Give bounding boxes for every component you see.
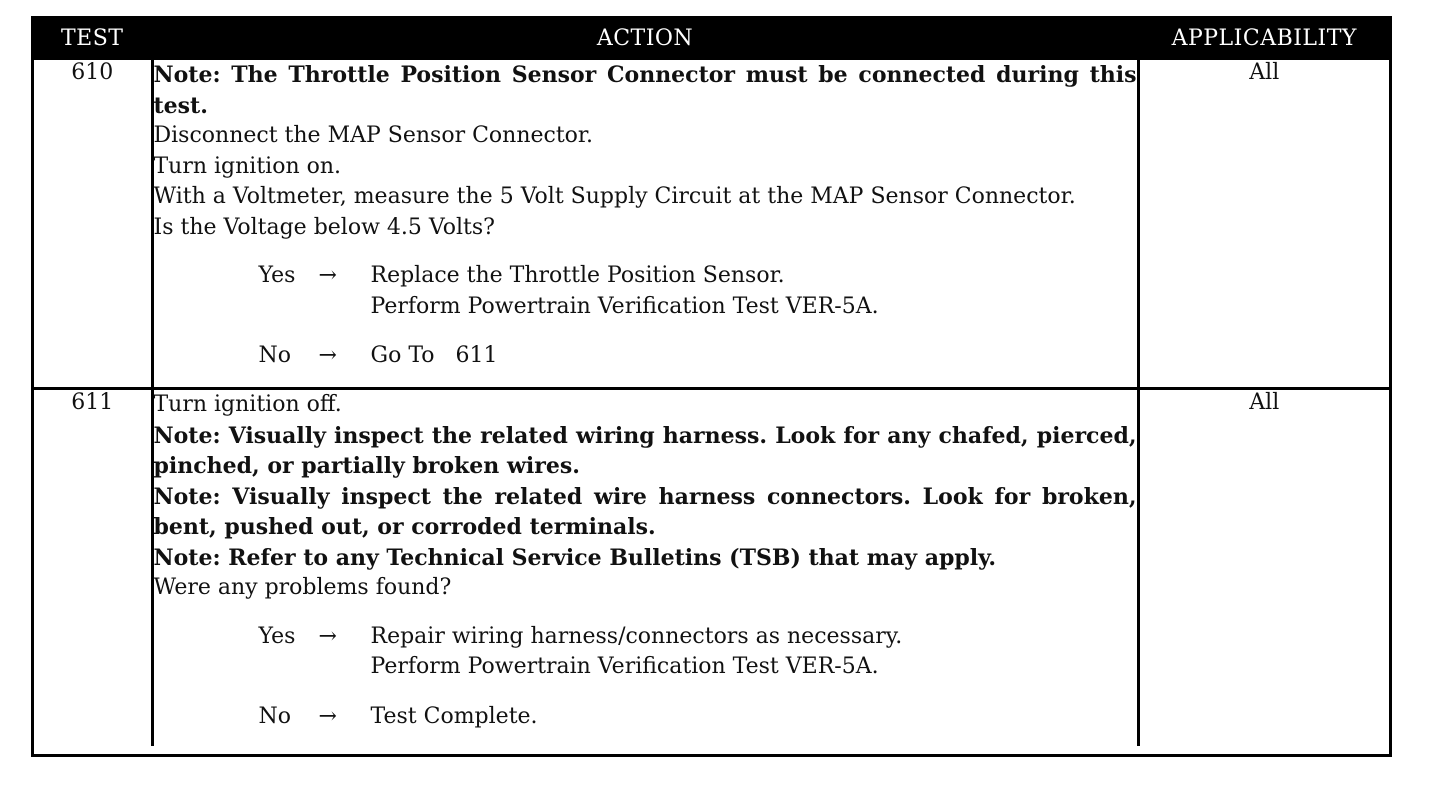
no-result: Go To 611 xyxy=(371,341,1137,372)
right-arrow-icon: → xyxy=(318,623,337,649)
diagnostic-table: TEST ACTION APPLICABILITY 610 Note: The … xyxy=(34,19,1389,746)
action-line: Is the Voltage below 4.5 Volts? xyxy=(153,214,495,240)
applicability-cell: All xyxy=(1136,57,1389,389)
result-line: Replace the Throttle Position Sensor. xyxy=(370,263,785,288)
action-cell: Note: The Throttle Position Sensor Conne… xyxy=(150,57,1138,389)
yes-answer: Yes → Repair wiring harness/connectors a… xyxy=(259,622,1137,683)
result-line: Perform Powertrain Verification Test VER… xyxy=(370,654,879,679)
yes-label: Yes xyxy=(258,623,296,649)
no-label: No xyxy=(258,343,292,368)
test-number: 611 xyxy=(34,387,152,746)
action-line: Note: Refer to any Technical Service Bul… xyxy=(153,544,997,571)
action-line: Note: Visually inspect the related wirin… xyxy=(153,422,1137,480)
no-result: Test Complete. xyxy=(371,702,1137,733)
diagnostic-table-frame: TEST ACTION APPLICABILITY 610 Note: The … xyxy=(31,16,1392,757)
table-row: 611 Turn ignition off. Note: Visually in… xyxy=(34,387,1389,746)
result-line: Go To 611 xyxy=(370,343,498,368)
header-applicability: APPLICABILITY xyxy=(1136,19,1389,59)
right-arrow-icon: → xyxy=(318,343,337,368)
result-line: Perform Powertrain Verification Test VER… xyxy=(370,293,879,319)
answer-block: Yes → Replace the Throttle Position Sens… xyxy=(154,261,1137,372)
applicability-cell: All xyxy=(1136,387,1389,746)
action-line: Were any problems found? xyxy=(153,575,452,600)
right-arrow-icon: → xyxy=(318,263,337,288)
test-number: 610 xyxy=(34,57,152,389)
answer-block: Yes → Repair wiring harness/connectors a… xyxy=(154,622,1137,733)
yes-result: Replace the Throttle Position Sensor. Pe… xyxy=(371,261,1137,322)
action-cell: Turn ignition off. Note: Visually inspec… xyxy=(150,387,1138,746)
right-arrow-icon: → xyxy=(318,703,337,729)
yes-result: Repair wiring harness/connectors as nece… xyxy=(371,622,1137,683)
header-action: ACTION xyxy=(150,19,1138,59)
no-label: No xyxy=(258,703,292,729)
table-header-row: TEST ACTION APPLICABILITY xyxy=(34,19,1389,59)
no-answer: No → Test Complete. xyxy=(259,702,1137,733)
action-line: With a Voltmeter, measure the 5 Volt Sup… xyxy=(153,184,1076,209)
result-line: Test Complete. xyxy=(370,703,538,729)
no-answer: No → Go To 611 xyxy=(259,341,1137,372)
yes-label: Yes xyxy=(258,263,296,288)
table-row: 610 Note: The Throttle Position Sensor C… xyxy=(34,57,1389,389)
action-line: Note: Visually inspect the related wire … xyxy=(153,483,1137,541)
action-line: Note: The Throttle Position Sensor Conne… xyxy=(153,62,1137,119)
action-line: Disconnect the MAP Sensor Connector. xyxy=(153,123,594,148)
action-line: Turn ignition off. xyxy=(153,392,342,417)
action-line: Turn ignition on. xyxy=(153,153,342,179)
header-test: TEST xyxy=(34,19,152,59)
result-line: Repair wiring harness/connectors as nece… xyxy=(370,623,903,649)
yes-answer: Yes → Replace the Throttle Position Sens… xyxy=(259,261,1137,322)
